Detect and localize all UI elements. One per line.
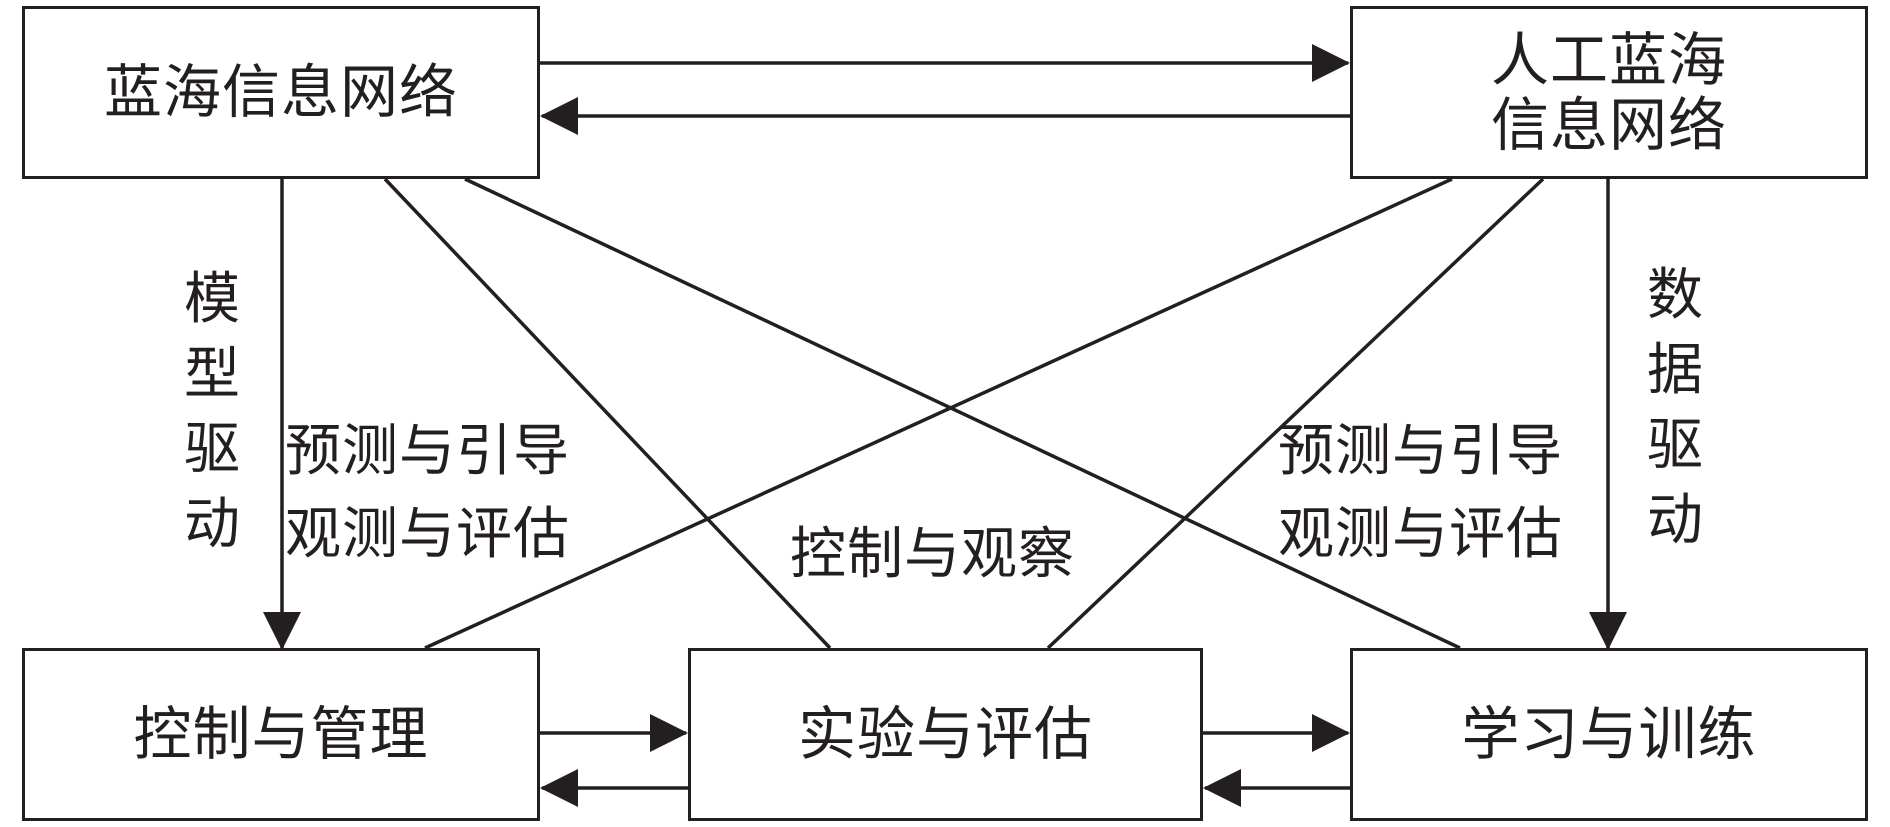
node-artificial-blue-sea-network: 人工蓝海 信息网络 [1350,6,1868,179]
line-artificial-to-experiment [1046,177,1545,650]
node-learning-training: 学习与训练 [1350,648,1868,821]
node-experiment-evaluation: 实验与评估 [688,648,1203,821]
node-artificial-label-line2: 信息网络 [1490,90,1727,159]
label-right-observe-evaluate: 观测与评估 [1278,502,1563,567]
node-control-management: 控制与管理 [22,648,540,821]
node-control-management-label: 控制与管理 [133,700,429,769]
label-left-predict-guide: 预测与引导 [285,419,570,484]
line-artificial-to-control [424,177,1453,650]
label-data-driven: 数据驱动 [1647,263,1703,554]
line-bluesea-to-experiment [383,177,832,650]
node-experiment-evaluation-label: 实验与评估 [797,700,1093,769]
node-artificial-label-line1: 人工蓝海 [1490,25,1727,94]
label-left-observe-evaluate: 观测与评估 [285,502,570,567]
label-right-predict-guide: 预测与引导 [1278,419,1563,484]
node-blue-sea-network: 蓝海信息网络 [22,6,540,179]
label-control-observe: 控制与观察 [790,522,1075,587]
node-blue-sea-network-label: 蓝海信息网络 [103,58,458,127]
node-learning-training-label: 学习与训练 [1461,700,1757,769]
label-model-driven: 模型驱动 [184,267,240,558]
line-bluesea-to-learn [464,177,1461,650]
